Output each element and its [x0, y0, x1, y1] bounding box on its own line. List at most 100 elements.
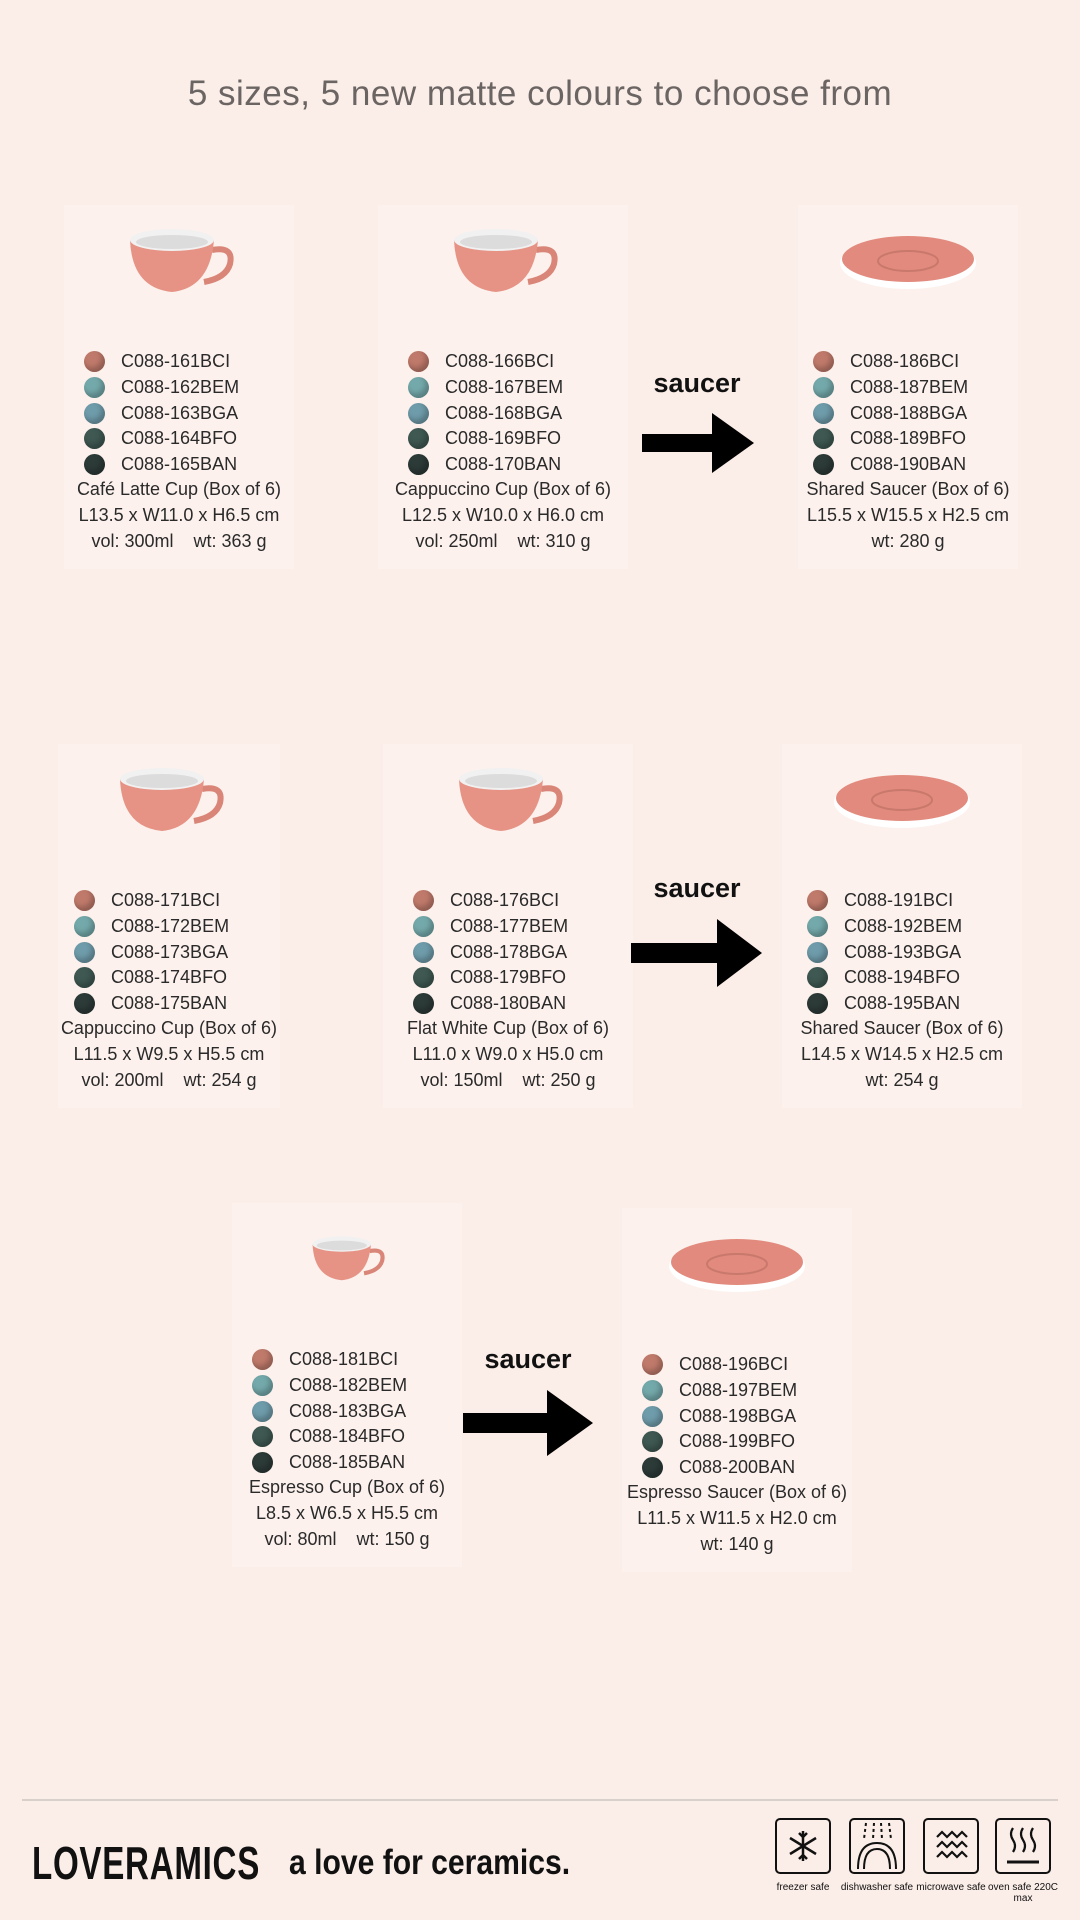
product-code: C088-199BFO — [679, 1431, 796, 1452]
product-code: C088-167BEM — [445, 377, 564, 398]
product-code: C088-166BCI — [445, 351, 555, 372]
product-code: C088-195BAN — [844, 993, 961, 1014]
colour-code-item: C088-192BEM — [807, 914, 997, 940]
product-specs: vol: 150ml wt: 250 g — [420, 1069, 596, 1090]
product-name: Cappuccino Cup (Box of 6) — [394, 479, 612, 500]
product-name: Espresso Saucer (Box of 6) — [626, 1482, 848, 1503]
product-dimensions: L12.5 x W10.0 x H6.0 cm — [401, 505, 605, 526]
product-code: C088-171BCI — [111, 890, 221, 911]
dishwasher-icon — [849, 1818, 905, 1874]
product-name: Shared Saucer (Box of 6) — [800, 1018, 1004, 1039]
product-specs: vol: 250ml wt: 310 g — [415, 530, 591, 551]
colour-code-item: C088-183BGA — [252, 1398, 442, 1424]
product-code: C088-194BFO — [844, 967, 961, 988]
colour-code-item: C088-162BEM — [84, 375, 274, 401]
colour-swatch — [813, 454, 834, 476]
colour-swatch — [84, 377, 105, 399]
colour-swatch — [408, 402, 429, 424]
product-dimensions: L11.5 x W11.5 x H2.0 cm — [637, 1508, 837, 1529]
colour-code-item: C088-197BEM — [642, 1378, 832, 1404]
colour-code-item: C088-163BGA — [84, 400, 274, 426]
colour-code-item: C088-177BEM — [413, 914, 603, 940]
product-name: Café Latte Cup (Box of 6) — [76, 479, 282, 500]
colour-swatch — [74, 993, 95, 1015]
care-label: freezer safe — [776, 1882, 830, 1893]
colour-swatch — [408, 454, 429, 476]
arrow-right-icon — [631, 919, 762, 987]
product-name: Espresso Cup (Box of 6) — [248, 1477, 446, 1498]
product-code: C088-193BGA — [844, 941, 962, 962]
snowflake-icon — [775, 1818, 831, 1874]
brand-logo: LOVERAMICS — [32, 1837, 261, 1889]
colour-code-item: C088-169BFO — [408, 426, 598, 452]
colour-code-item: C088-189BFO — [813, 426, 1003, 452]
colour-swatch — [642, 1405, 663, 1427]
colour-code-item: C088-190BAN — [813, 452, 1003, 478]
colour-swatch — [413, 941, 434, 963]
product-code: C088-163BGA — [121, 402, 239, 423]
colour-swatch — [408, 428, 429, 450]
product-code: C088-186BCI — [850, 351, 960, 372]
product-code: C088-181BCI — [289, 1349, 399, 1370]
product-code: C088-177BEM — [450, 916, 569, 937]
product-code: C088-176BCI — [450, 890, 560, 911]
product-code: C088-180BAN — [450, 993, 567, 1014]
saucer-image — [622, 1208, 852, 1318]
colour-swatch — [413, 967, 434, 989]
colour-swatch — [252, 1375, 273, 1397]
care-label: dishwasher safe — [840, 1882, 914, 1893]
colour-code-item: C088-179BFO — [413, 965, 603, 991]
product-code: C088-165BAN — [121, 454, 238, 475]
product-code: C088-174BFO — [111, 967, 228, 988]
colour-code-item: C088-176BCI — [413, 888, 603, 914]
colour-code-item: C088-186BCI — [813, 349, 1003, 375]
page-title: 5 sizes, 5 new matte colours to choose f… — [187, 74, 893, 113]
colour-code-item: C088-164BFO — [84, 426, 274, 452]
product-name: Cappuccino Cup (Box of 6) — [60, 1018, 278, 1039]
arrow-right-icon — [642, 413, 754, 473]
product-code: C088-189BFO — [850, 428, 967, 449]
footer-divider — [22, 1799, 1058, 1801]
product-code: C088-198BGA — [679, 1405, 797, 1426]
product-code: C088-172BEM — [111, 916, 230, 937]
colour-swatch — [74, 890, 95, 912]
product-specs: vol: 200ml wt: 254 g — [81, 1069, 257, 1090]
colour-code-item: C088-193BGA — [807, 939, 997, 965]
product-code: C088-170BAN — [445, 454, 562, 475]
colour-code-item: C088-174BFO — [74, 965, 264, 991]
colour-swatch — [74, 941, 95, 963]
colour-swatch — [84, 454, 105, 476]
care-badge: freezer safe — [766, 1818, 840, 1893]
colour-code-item: C088-173BGA — [74, 939, 264, 965]
colour-swatch — [807, 916, 828, 938]
colour-code-item: C088-184BFO — [252, 1424, 442, 1450]
product-code: C088-175BAN — [111, 993, 228, 1014]
colour-code-item: C088-172BEM — [74, 914, 264, 940]
product-specs: wt: 254 g — [865, 1069, 939, 1090]
product-code: C088-184BFO — [289, 1426, 406, 1447]
product-code: C088-187BEM — [850, 377, 969, 398]
product-name: Shared Saucer (Box of 6) — [806, 479, 1010, 500]
care-label: oven safe 220C max — [987, 1882, 1059, 1904]
colour-swatch — [807, 890, 828, 912]
colour-code-item: C088-166BCI — [408, 349, 598, 375]
colour-swatch — [642, 1431, 663, 1453]
product-code: C088-183BGA — [289, 1400, 407, 1421]
colour-swatch — [642, 1457, 663, 1479]
product-specs: vol: 80ml wt: 150 g — [264, 1528, 430, 1549]
product-dimensions: L11.0 x W9.0 x H5.0 cm — [412, 1044, 604, 1065]
cup-image — [383, 744, 633, 854]
cup-image — [232, 1203, 462, 1313]
microwave-icon — [923, 1818, 979, 1874]
colour-swatch — [84, 428, 105, 450]
colour-code-item: C088-188BGA — [813, 400, 1003, 426]
care-badge: oven safe 220C max — [986, 1818, 1060, 1904]
product-code: C088-196BCI — [679, 1354, 789, 1375]
